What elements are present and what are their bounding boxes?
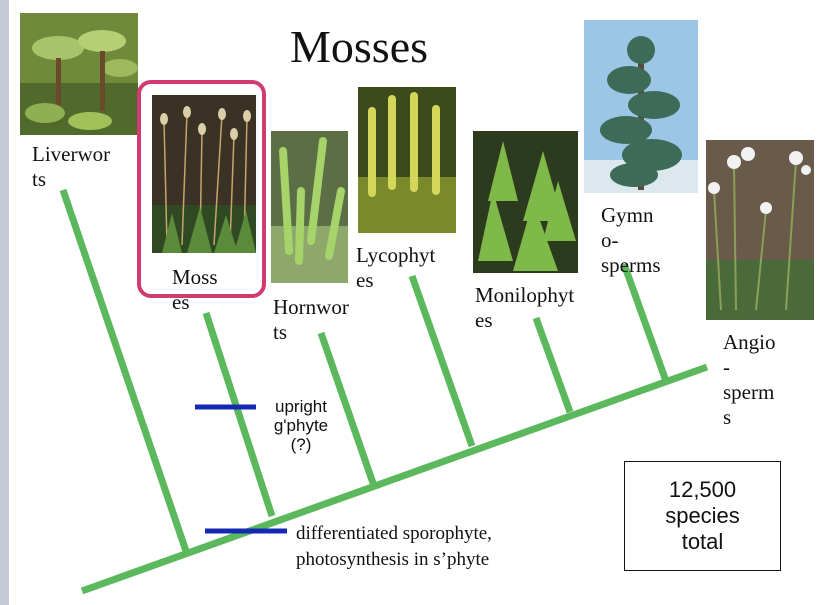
lycophytes-photo	[358, 87, 456, 233]
species-count-box: 12,500 species total	[624, 461, 781, 571]
liverworts-photo	[20, 13, 138, 135]
trait-label-sporophyte: differentiated sporophyte, photosynthesi…	[296, 523, 492, 570]
label-lycophytes: Lycophyt es	[356, 243, 436, 292]
branch-gymnosperms	[620, 262, 670, 383]
branch-hornworts	[317, 331, 378, 488]
branch-mosses	[202, 311, 276, 518]
gymnosperms-photo	[584, 20, 698, 193]
mosses-photo	[152, 95, 256, 253]
label-liverworts: Liverwor ts	[32, 142, 111, 191]
trait-label-upright-gametophyte: upright g'phyte (?)	[273, 397, 329, 454]
label-hornworts: Hornwor ts	[273, 295, 349, 344]
branch-lycophytes	[408, 274, 476, 448]
monilophytes-photo	[473, 131, 578, 273]
branch-monilophytes	[532, 316, 574, 414]
slide-edge-bar	[0, 0, 9, 605]
branch-liverworts	[59, 188, 190, 553]
label-angiosperms: Angio - sperm s	[723, 330, 776, 429]
tree-trunk	[80, 363, 709, 595]
mosses-highlight-frame	[137, 80, 266, 298]
hornworts-photo	[271, 131, 348, 283]
species-count-text: 12,500 species total	[665, 477, 740, 554]
label-gymnosperms: Gymn o- sperms	[601, 203, 661, 277]
slide-title: Mosses	[290, 21, 429, 72]
label-monilophytes: Monilophyt es	[475, 283, 575, 332]
label-mosses: Moss es	[172, 265, 218, 314]
angiosperms-photo	[706, 140, 814, 320]
